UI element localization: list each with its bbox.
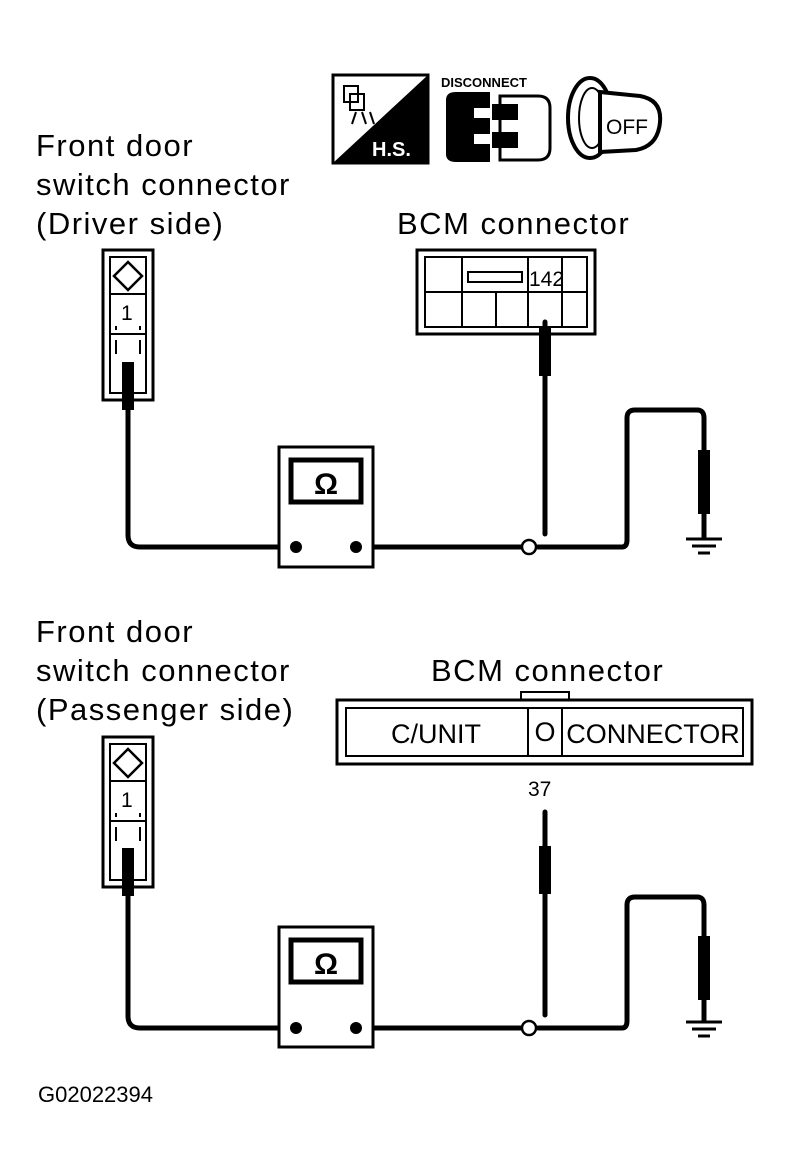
- bottom-switch-label-line2: switch connector: [36, 653, 291, 688]
- bottom-bcm-terminal: 37: [528, 778, 551, 801]
- harness-connector-icon: H.S.: [331, 73, 430, 165]
- top-switch-terminal: 1: [121, 302, 133, 325]
- bottom-ohm-symbol: Ω: [314, 948, 338, 981]
- top-switch-label-line2: switch connector: [36, 167, 291, 202]
- bottom-switch-label-line1: Front door: [36, 614, 194, 649]
- top-ohm-symbol: Ω: [314, 468, 338, 501]
- bottom-ground-symbol: [686, 1020, 722, 1038]
- top-bcm-connector: 142: [415, 248, 597, 336]
- bottom-bcm-right-text: CONNECTOR: [566, 719, 740, 749]
- bottom-bcm-left-text: C/UNIT: [391, 719, 481, 749]
- bottom-ohmmeter: Ω: [277, 925, 375, 1049]
- bottom-bcm-label: BCM connector: [431, 653, 664, 688]
- top-bcm-label: BCM connector: [397, 206, 630, 241]
- bottom-wiring: [122, 809, 710, 1037]
- top-ohmmeter: Ω: [277, 445, 375, 569]
- hs-label: H.S.: [372, 139, 411, 161]
- bottom-bcm-mid-text: O: [534, 717, 555, 747]
- top-wiring: [122, 319, 710, 556]
- bottom-switch-terminal: 1: [121, 789, 133, 812]
- disconnect-label: DISCONNECT: [441, 75, 527, 90]
- top-switch-label-line1: Front door: [36, 128, 194, 163]
- ignition-off-icon: OFF: [566, 76, 663, 160]
- top-switch-label-line3: (Driver side): [36, 206, 224, 241]
- bottom-bcm-connector: C/UNIT O CONNECTOR: [335, 691, 754, 766]
- top-ground-symbol: [686, 537, 722, 555]
- top-bcm-terminal: 142: [529, 268, 564, 291]
- figure-id: G02022394: [38, 1082, 153, 1107]
- disconnect-icon: DISCONNECT: [441, 75, 552, 162]
- off-label: OFF: [606, 116, 648, 139]
- bottom-switch-label-line3: (Passenger side): [36, 692, 294, 727]
